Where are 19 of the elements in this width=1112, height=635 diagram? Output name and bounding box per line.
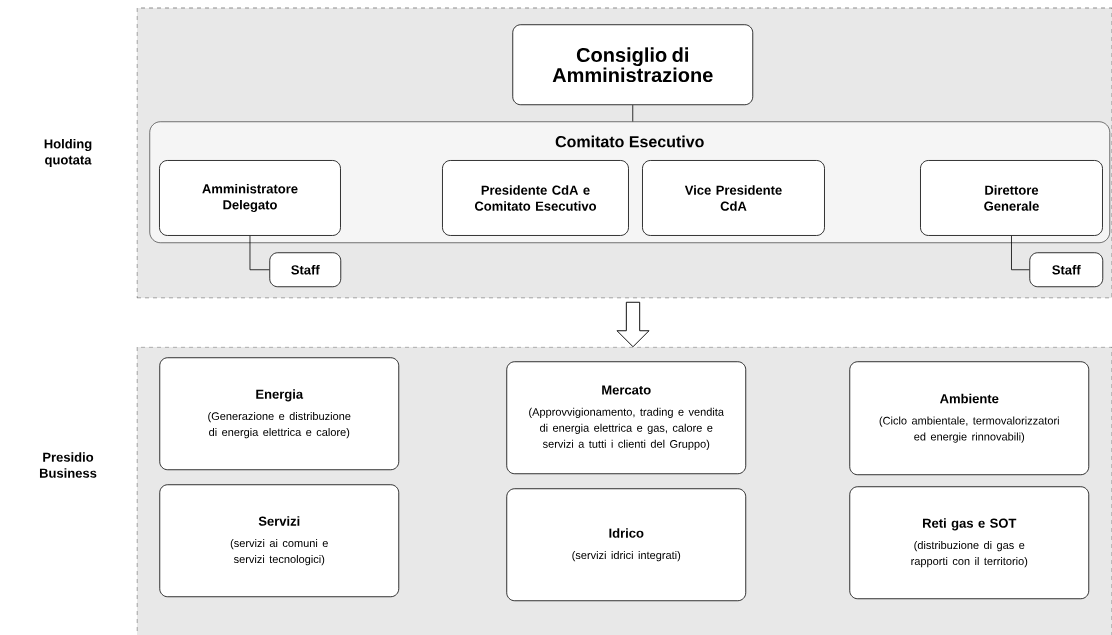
staff-box: Staff <box>1029 252 1104 288</box>
node-label: Presidio Business <box>39 452 97 478</box>
business-unit-box: Energia (Generazione e distribuzione di energia elettrica e calore) <box>159 357 400 471</box>
block-arrow <box>616 301 650 348</box>
role-box: Direttore Generale <box>920 160 1103 236</box>
node-label: Holding quotata <box>44 138 92 168</box>
business-unit-box: Ambiente (Ciclo ambientale, termovalorizzatori ed energie rinnovabili) <box>849 361 1090 476</box>
staff-box: Staff <box>269 252 342 288</box>
business-unit-box: Idrico (servizi idrici integrati) <box>506 488 747 602</box>
role-box: Amministratore Delegato <box>159 160 341 236</box>
board-box: Consiglio di Amministrazione <box>512 24 754 106</box>
business-unit-box: Mercato (Approvvigionamento, trading e vendita di energia elettrica e gas, calore e servizi a tutti i clienti del Gruppo) <box>506 361 747 475</box>
business-unit-box: Reti gas e SOT (distribuzione di gas e rapporti con il territorio) <box>849 486 1090 600</box>
connector-line <box>632 104 634 122</box>
business-unit-box: Servizi (servizi ai comuni e servizi tecnologici) <box>159 484 400 598</box>
role-box: Presidente CdA e Comitato Esecutivo <box>442 160 629 236</box>
connector-line <box>249 235 270 271</box>
role-box: Vice Presidente CdA <box>642 160 825 236</box>
connector-line <box>1011 235 1030 271</box>
